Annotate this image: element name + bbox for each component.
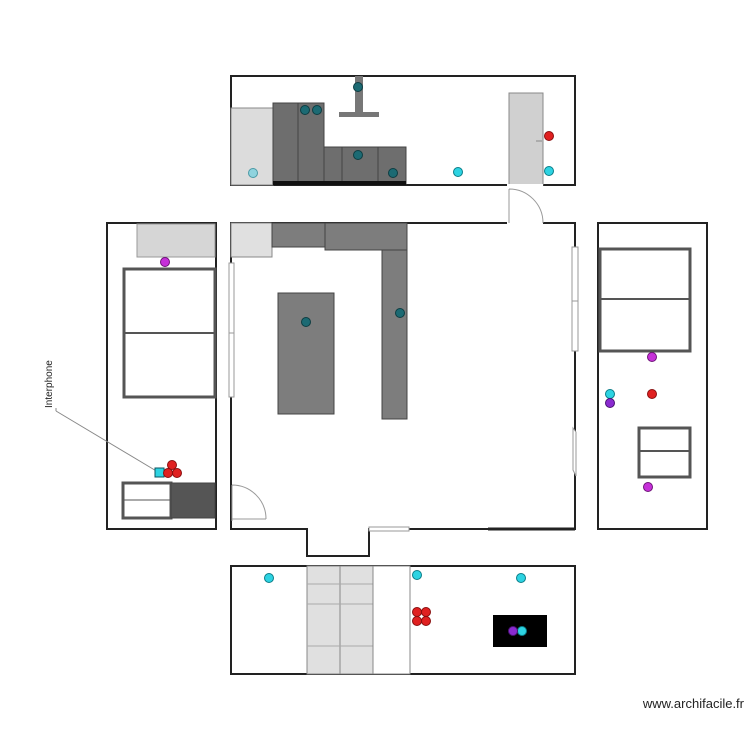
window-left-1 [228,262,235,334]
red-points [163,131,657,626]
red-point [421,616,431,626]
teal-point [353,82,363,92]
red-point [412,616,422,626]
door-elevation [508,92,544,186]
window-panel-1 [306,565,341,675]
cyan-point [605,389,615,399]
window-panel-2 [339,565,374,675]
purple-point [508,626,518,636]
left-cabinet [170,482,216,519]
magenta-point [160,257,170,267]
red-point [412,607,422,617]
counter-top-1 [271,222,326,248]
magenta-points [160,257,657,492]
cyan-point [516,573,526,583]
main-room [228,184,579,557]
cyan-point [264,573,274,583]
magenta-point [647,352,657,362]
teal-point [353,150,363,160]
red-point [544,131,554,141]
red-point [647,389,657,399]
left-room [106,222,217,530]
window-right-3 [572,426,577,477]
cyan-point [248,168,258,178]
teal-point [301,317,311,327]
plinth [273,181,406,185]
leader-line [55,410,159,473]
hood-chimney [355,76,363,112]
hood [339,112,379,117]
door-swing-main [231,484,267,521]
bottom-elevation [230,565,576,675]
top-elevation [230,75,576,186]
fridge-plan [230,222,273,258]
teal-point [388,168,398,178]
cyan-point [453,167,463,177]
interphone-marker [154,467,165,478]
counter-right [381,249,408,420]
red-point [172,468,182,478]
red-point [163,468,173,478]
tall-cabinet-2 [297,102,325,185]
cyan-point [412,570,422,580]
kitchen-island [277,292,335,415]
door-swing-top [508,188,544,224]
magenta-point [643,482,653,492]
window-right-2 [571,300,579,352]
red-point [421,607,431,617]
purple-point [605,398,615,408]
teal-point [395,308,405,318]
door-elevation-bottom [372,565,411,675]
counter-top-2 [324,222,408,251]
purple-points [508,398,615,636]
right-dresser [637,426,692,479]
base-cabinet-1 [323,146,343,185]
red-point [167,460,177,470]
cyan-point [517,626,527,636]
right-room [597,222,708,530]
cyan-points [248,166,615,636]
interphone-label: Interphone [44,360,55,408]
teal-point [300,105,310,115]
teal-points [300,82,405,327]
tall-cabinet-1 [272,102,299,185]
base-cabinet-3 [377,146,407,185]
teal-point [312,105,322,115]
watermark[interactable]: www.archifacile.fr [642,696,744,711]
cyan-point [544,166,554,176]
left-desk [136,223,216,258]
window-bottom [368,526,410,532]
window-right-1 [571,246,579,302]
window-left-2 [228,332,235,398]
